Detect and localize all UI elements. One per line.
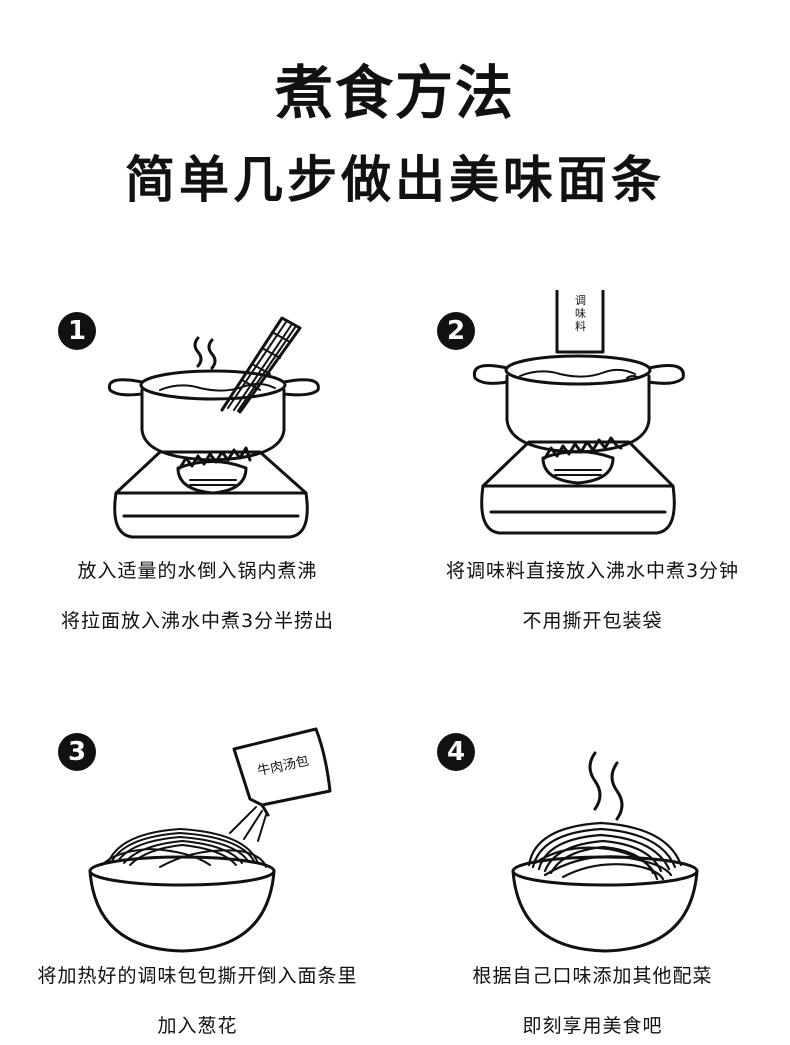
steam-icon [193, 336, 203, 368]
step-3-number-badge: 3 [58, 733, 96, 771]
step-2: 2 调 [395, 290, 790, 650]
step-4-line-1: 根据自己口味添加其他配菜 [472, 965, 713, 987]
step-4-number-badge: 4 [437, 733, 475, 771]
page-title: 煮食方法 [274, 59, 515, 127]
step-2-packet-label: 调味料 [574, 294, 587, 333]
bowl-icon [88, 855, 276, 953]
steam-icon [588, 751, 624, 821]
step-3-line-1: 将加热好的调味包包撕开倒入面条里 [37, 965, 358, 987]
step-3: 3 牛肉汤包 [0, 715, 395, 1045]
seasoning-packet-icon [555, 290, 605, 354]
step-2-number-badge: 2 [437, 312, 475, 350]
seasoning-packet-icon [232, 727, 332, 817]
step-1-line-2: 将拉面放入沸水中煮3分半捞出 [60, 610, 335, 632]
step-2-line-1: 将调味料直接放入沸水中煮3分钟 [445, 560, 740, 582]
pot-icon [472, 354, 685, 454]
step-4-line-2: 即刻享用美食吧 [522, 1015, 663, 1037]
step-1-number-badge: 1 [58, 312, 96, 350]
noodles-icon [220, 316, 302, 414]
step-1-line-1: 放入适量的水倒入锅内煮沸 [77, 560, 318, 582]
bowl-icon [511, 855, 699, 953]
step-4: 4 根据自己口味添加其 [395, 715, 790, 1045]
pot-icon [107, 369, 320, 462]
step-1: 1 [0, 290, 395, 650]
noodles-icon [101, 828, 267, 868]
step-2-line-2: 不用撕开包装袋 [522, 610, 663, 632]
stove-icon [113, 446, 309, 539]
noodles-icon [527, 821, 683, 881]
step-1-illustration [107, 316, 320, 539]
step-3-illustration: 牛肉汤包 [88, 727, 332, 953]
step-3-line-2: 加入葱花 [157, 1015, 238, 1037]
step-2-illustration: 调味料 [472, 290, 685, 535]
page-subtitle: 简单几步做出美味面条 [125, 151, 665, 209]
step-4-illustration [511, 751, 699, 953]
